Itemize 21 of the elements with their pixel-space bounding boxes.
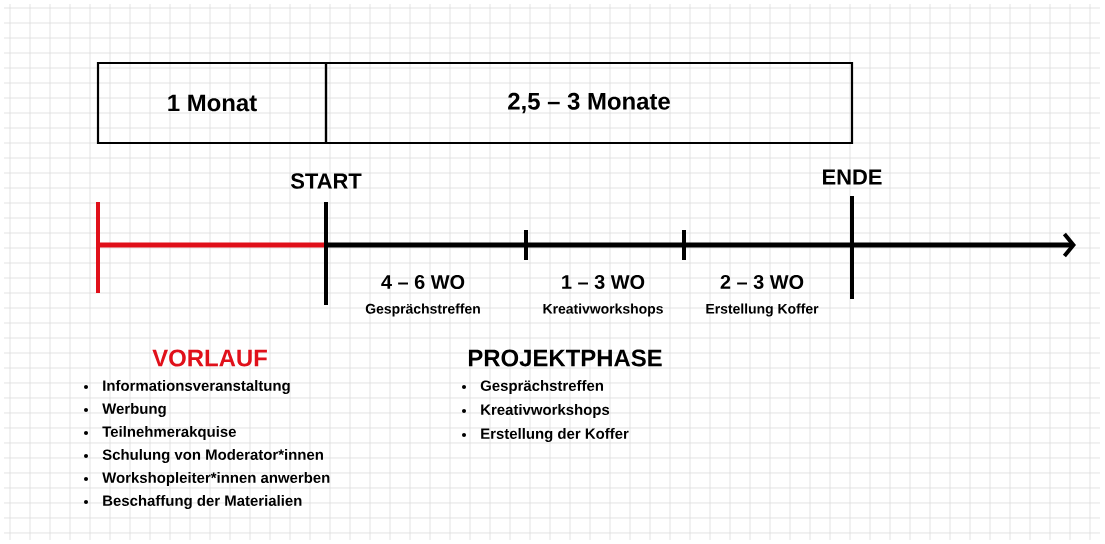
duration-label: 4 – 6 WO — [381, 274, 465, 290]
duration-box: 1 Monat — [96, 61, 328, 145]
phase-label: Erstellung Koffer — [706, 303, 819, 317]
timeline-label: START — [290, 173, 362, 189]
list-item: Teilnehmerakquise — [84, 426, 236, 440]
list-item: Informationsveranstaltung — [84, 380, 290, 394]
phase-label: Gesprächstreffen — [365, 303, 480, 317]
section-heading: VORLAUF — [152, 349, 267, 367]
list-item: Beschaffung der Materialien — [84, 495, 302, 509]
duration-label: 2 – 3 WO — [720, 274, 804, 290]
phase-label: Kreativworkshops — [543, 303, 663, 317]
list-item: Workshopleiter*innen anwerben — [84, 472, 330, 486]
list-item: Kreativworkshops — [462, 404, 610, 418]
list-item: Schulung von Moderator*innen — [84, 449, 323, 463]
timeline-label: ENDE — [823, 169, 882, 185]
duration-label: 1 – 3 WO — [562, 274, 645, 290]
duration-box: 2,5 – 3 Monate — [324, 61, 854, 145]
section-heading: PROJEKTPHASE — [468, 349, 662, 367]
list-item: Werbung — [84, 403, 166, 417]
list-item: Erstellung der Koffer — [462, 428, 629, 442]
list-item: Gesprächstreffen — [462, 380, 603, 394]
